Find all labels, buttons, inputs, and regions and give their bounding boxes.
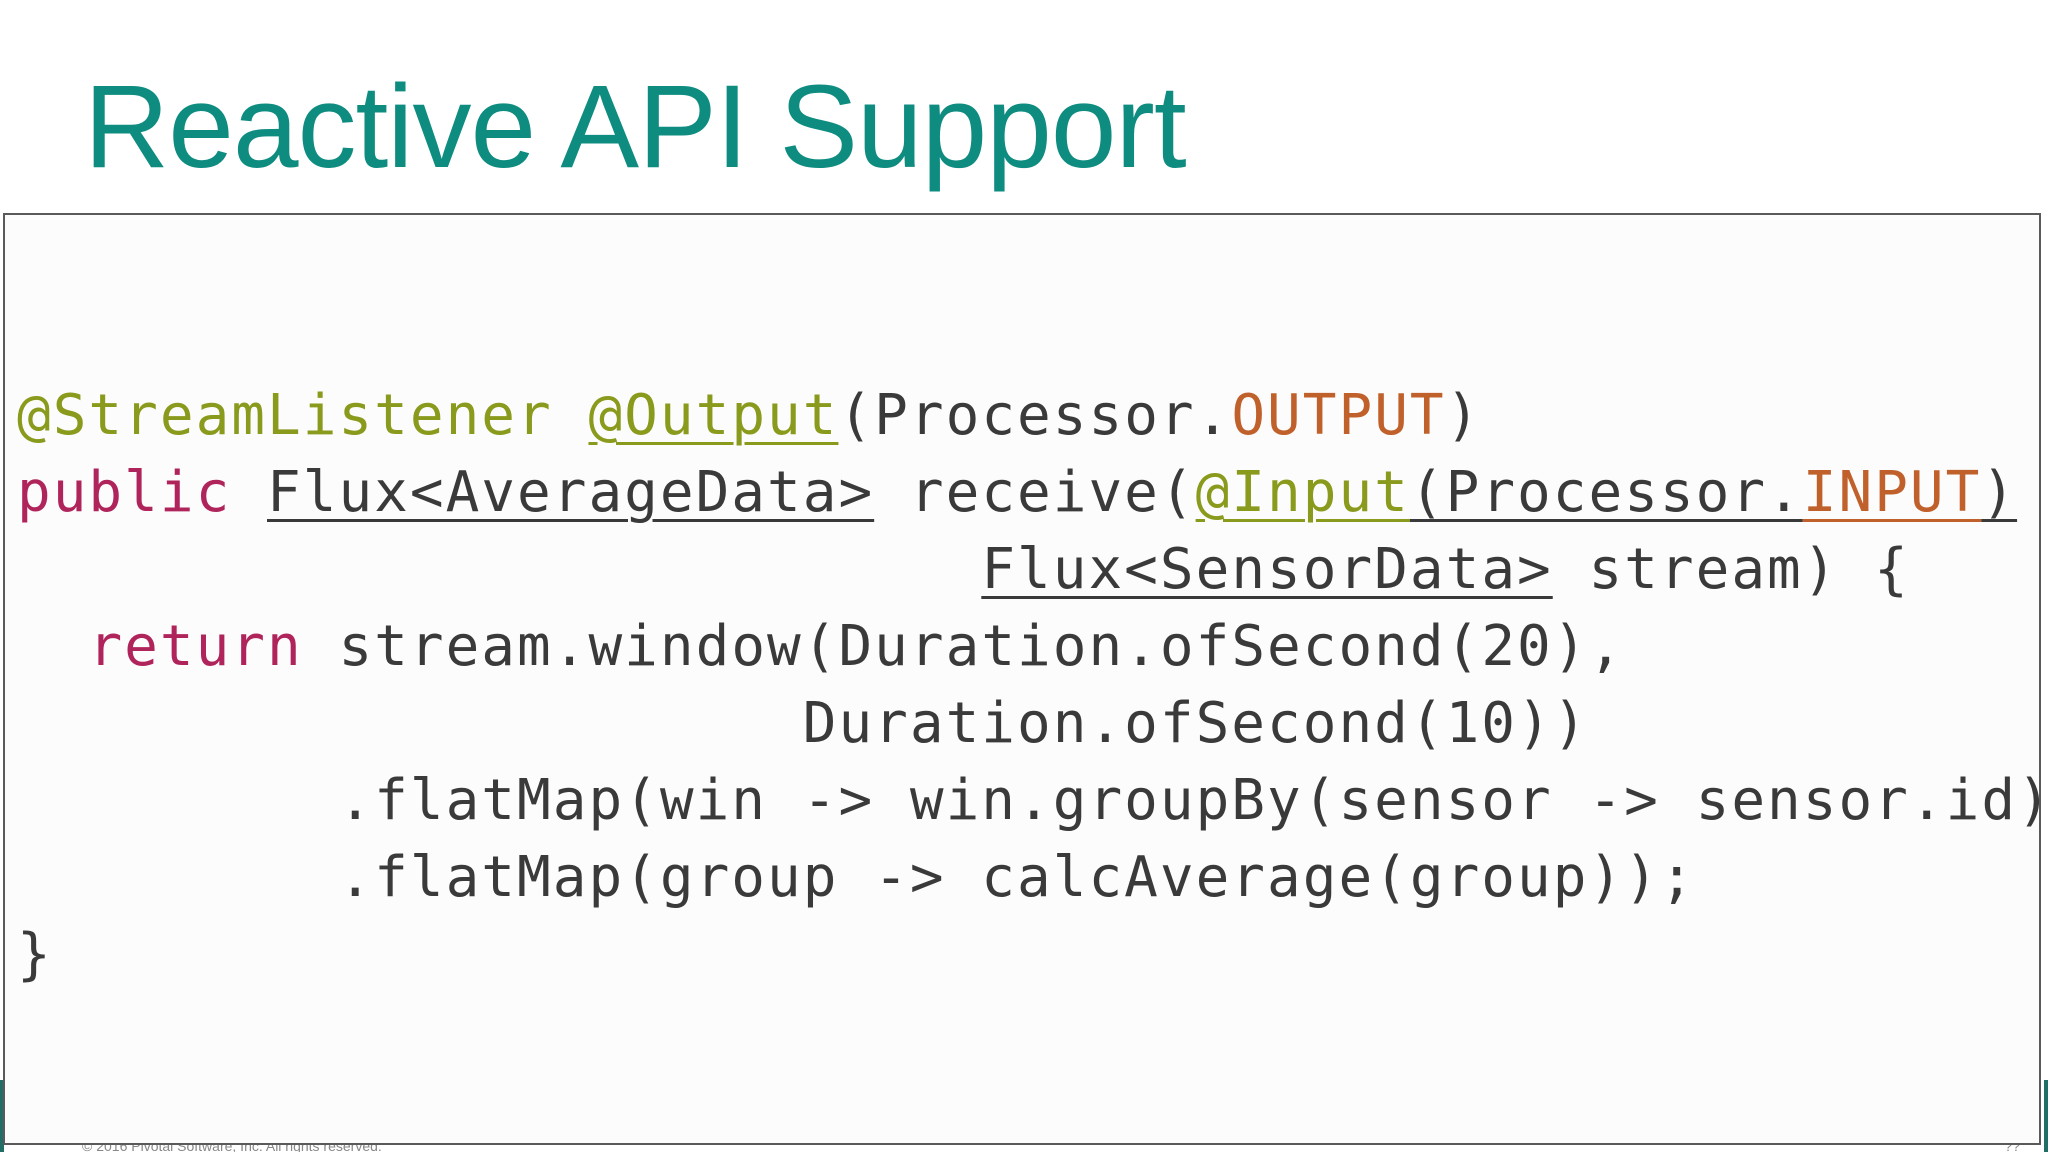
footer-accent-left <box>0 1080 4 1152</box>
code-line-4: return stream.window(Duration.ofSecond(2… <box>17 608 2048 685</box>
code-text: stream) { <box>1552 537 1910 602</box>
code-indent <box>17 537 981 602</box>
footer-accent-right <box>2044 1080 2048 1152</box>
annotation-streamlistener: @StreamListener <box>17 383 553 448</box>
code-text: (Processor. <box>1409 460 1803 525</box>
code-text <box>553 383 589 448</box>
code-block: @StreamListener @Output(Processor.OUTPUT… <box>17 377 2048 993</box>
code-text: .flatMap(group -> calcAverage(group)); <box>17 845 1696 910</box>
constant-input: INPUT <box>1802 460 1982 525</box>
annotation-input: @Input <box>1195 460 1410 525</box>
code-text: ) <box>1981 460 2018 525</box>
code-text: .flatMap(win -> win.groupBy(sensor -> se… <box>17 768 2048 833</box>
code-line-7: .flatMap(group -> calcAverage(group)); <box>17 839 2048 916</box>
code-text: (Processor. <box>838 383 1232 448</box>
type-flux-sensordata: Flux<SensorData> <box>981 537 1553 602</box>
slide-title: Reactive API Support <box>84 61 1187 193</box>
code-line-3: Flux<SensorData> stream) { <box>17 531 2048 608</box>
type-flux-averagedata: Flux<AverageData> <box>267 460 875 525</box>
code-text: ) <box>1445 383 1482 448</box>
code-panel: @StreamListener @Output(Processor.OUTPUT… <box>3 213 2048 1145</box>
keyword-return: return <box>88 614 303 679</box>
code-text: Duration.ofSecond(10)) <box>17 691 1589 756</box>
code-line-1: @StreamListener @Output(Processor.OUTPUT… <box>17 377 2048 454</box>
code-line-8: } <box>17 916 2048 993</box>
code-line-5: Duration.ofSecond(10)) <box>17 685 2048 762</box>
code-text: stream.window(Duration.ofSecond(20), <box>302 614 1625 679</box>
constant-output: OUTPUT <box>1231 383 1446 448</box>
code-line-6: .flatMap(win -> win.groupBy(sensor -> se… <box>17 762 2048 839</box>
keyword-public: public <box>17 460 232 525</box>
code-text: receive( <box>874 460 1196 525</box>
code-text: } <box>17 922 53 987</box>
code-indent <box>17 614 88 679</box>
code-line-2: public Flux<AverageData> receive(@Input(… <box>17 454 2048 531</box>
code-text <box>231 460 267 525</box>
annotation-output: @Output <box>588 383 839 448</box>
